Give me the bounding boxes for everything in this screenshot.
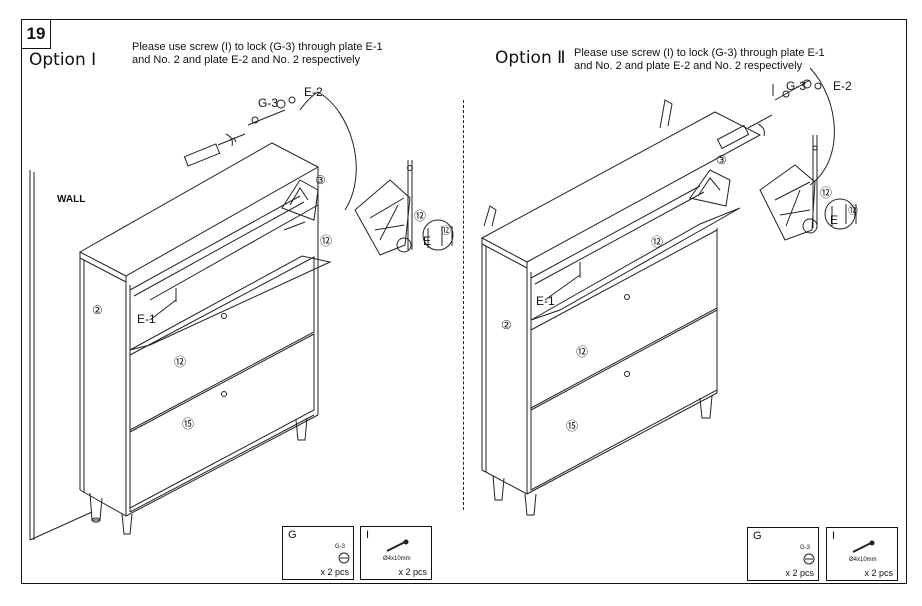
options-divider [463,100,464,510]
hardware-g-code: G-3 [335,544,346,550]
option1-title: Option Ⅰ [29,50,97,70]
label-part3-option2: ③ [716,153,727,167]
hardware-g-letter: G [753,530,762,542]
screwdriver-option1 [183,96,296,167]
hardware-g-letter: G [288,529,297,541]
label-12-small-option1: ⑫ [441,225,451,237]
option1-instruction: Please use screw (I) to lock (G-3) throu… [132,41,452,67]
label-part15-option1: ⑮ [182,417,194,431]
step-number: 19 [21,19,51,49]
label-e-option2: E [830,213,838,227]
hardware-i-size: Ø4x10mm [849,557,877,563]
detail-view-option1 [354,160,454,256]
label-part12-door-option1: ⑫ [174,355,186,369]
option1-instruction-line1: Please use screw (I) to lock (G-3) throu… [132,41,383,53]
label-g3-option1: G-3 [258,96,278,110]
wall-label: WALL [57,194,86,205]
label-part12-flap-option2: ⑫ [651,235,663,249]
label-part2-option1: ② [92,303,103,317]
label-g3-option2: G-3 [786,79,806,93]
wall-drawing [29,170,93,541]
option2-instruction-line1: Please use screw (I) to lock (G-3) throu… [574,47,825,59]
hardware-i-letter: I [832,530,836,542]
label-part12-door-option2: ⑫ [576,345,588,359]
cabinet-option2 [480,99,762,516]
label-part12-flap-option1: ⑫ [320,234,332,248]
label-part15-option2: ⑮ [566,419,578,433]
label-e-option1: E [423,234,431,248]
hardware-box-g-option2: G G-3 x 2 pcs [747,527,819,581]
label-part2-option2: ② [501,318,512,332]
label-part12-detail-option1: ⑫ [414,209,426,223]
hardware-g-qty: x 2 pcs [320,567,349,577]
cabinet-option1 [78,142,332,535]
detail-view-option2 [759,135,857,241]
hardware-box-i-option2: I Ø4x10mm x 2 pcs [826,527,898,581]
hardware-i-qty: x 2 pcs [864,568,893,578]
hardware-i-qty: x 2 pcs [398,567,427,577]
label-e2-option2: E-2 [833,79,852,93]
label-part12-detail-option2: ⑫ [820,186,832,200]
hardware-i-size: Ø4x10mm [383,556,411,562]
option1-instruction-line2: and No. 2 and plate E-2 and No. 2 respec… [132,54,361,66]
screwdriver-option2 [716,79,822,150]
option2-instruction-line2: and No. 2 and plate E-2 and No. 2 respec… [574,60,803,72]
hardware-g-code: G-3 [800,545,811,551]
label-e1-option2: E-1 [536,294,555,308]
diagram-frame [21,19,907,584]
cam-lock-icon [338,552,350,564]
label-e1-option1: E-1 [137,312,156,326]
hardware-i-letter: I [366,529,370,541]
hardware-box-g-option1: G G-3 x 2 pcs [282,526,354,580]
cam-lock-icon [803,553,815,565]
screw-icon [852,540,875,553]
label-e2-option1: E-2 [304,85,323,99]
label-12-small-option2: ⑫ [848,205,858,217]
hardware-g-qty: x 2 pcs [785,568,814,578]
option2-title: Option Ⅱ [495,48,566,68]
label-part3-option1: ③ [315,173,326,187]
option2-instruction: Please use screw (I) to lock (G-3) throu… [574,47,894,73]
screw-icon [386,539,409,552]
hardware-box-i-option1: I Ø4x10mm x 2 pcs [360,526,432,580]
